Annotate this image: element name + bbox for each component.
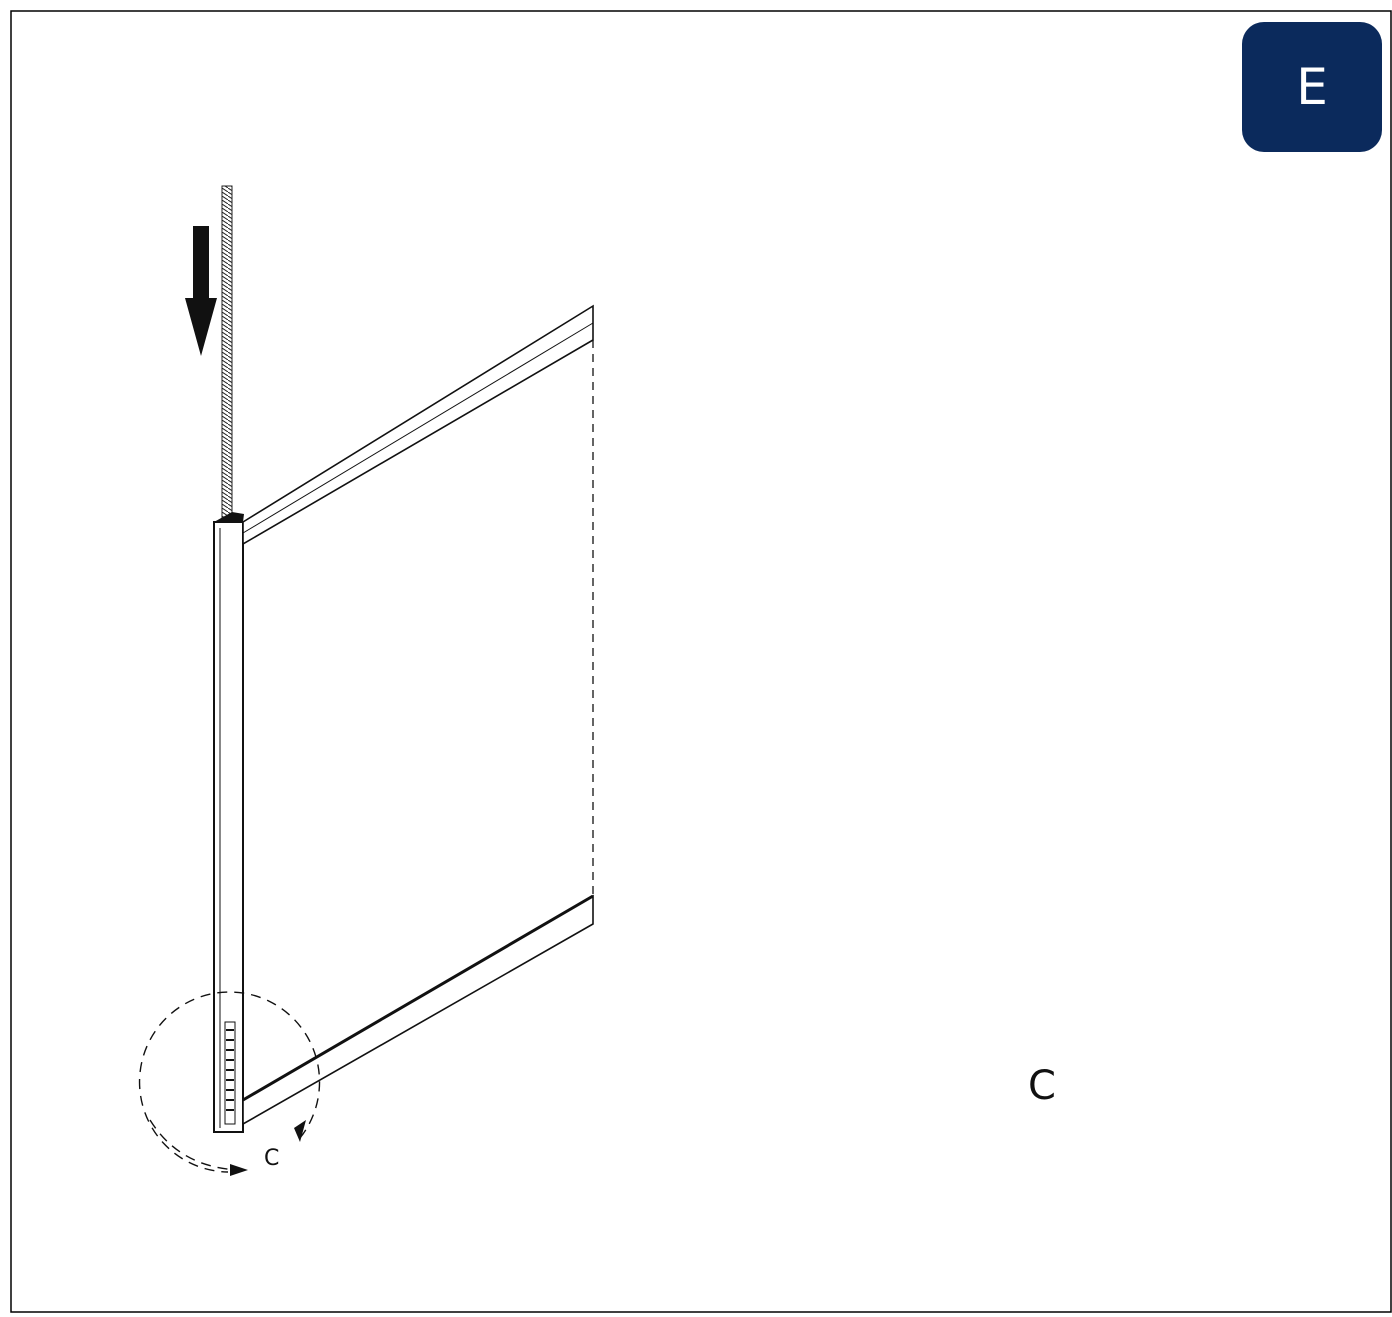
top-rail <box>242 304 594 546</box>
detail-label-large: C <box>1028 1063 1056 1109</box>
step-badge: E <box>1242 22 1382 152</box>
profile-cap <box>214 512 244 522</box>
left-assembly <box>138 185 594 1176</box>
cord <box>221 185 233 521</box>
down-arrow-icon <box>185 226 217 356</box>
bottom-rail <box>242 894 594 1126</box>
page-border <box>10 10 1392 1313</box>
detail-circle <box>138 991 321 1173</box>
tooth-strip-small <box>224 1021 236 1125</box>
detail-label-small: C <box>264 1146 280 1171</box>
rotate-arrow-small-icon <box>230 1164 248 1176</box>
